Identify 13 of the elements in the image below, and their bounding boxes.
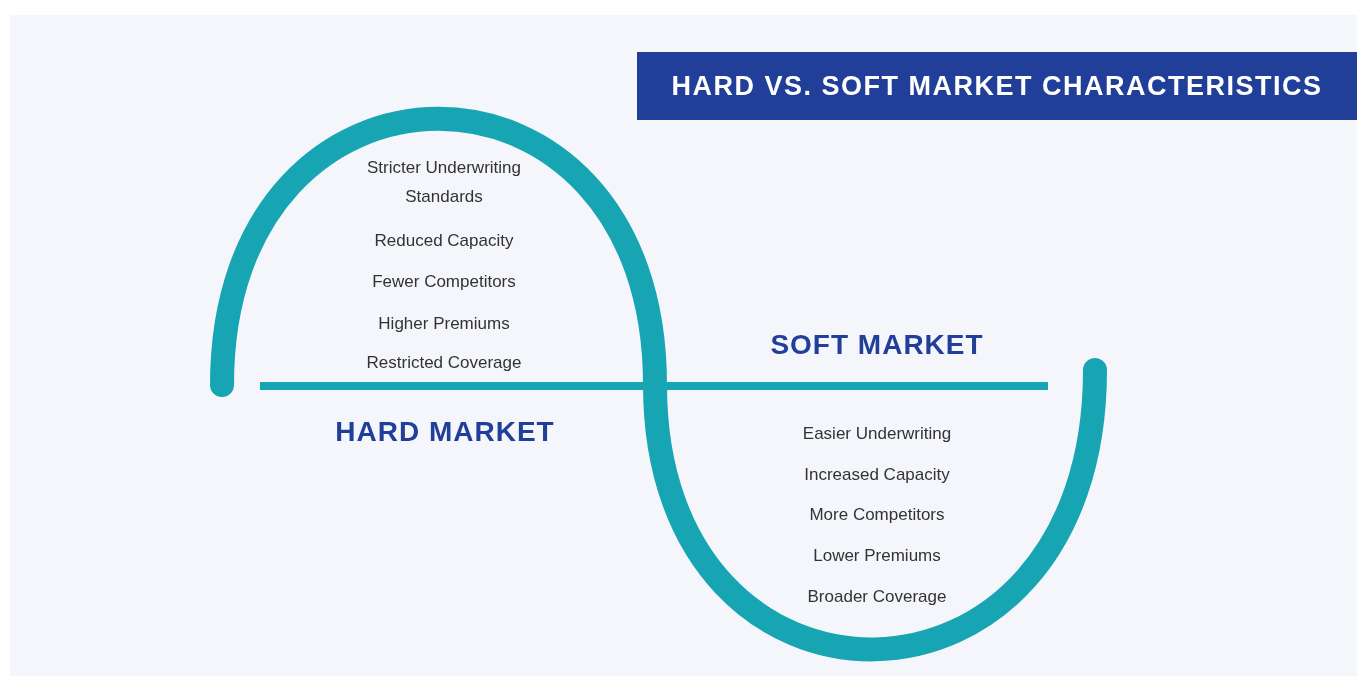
- characteristic-text: Reduced Capacity: [373, 230, 515, 252]
- market-heading: HARD MARKET: [334, 415, 556, 449]
- characteristic-text: Higher Premiums: [377, 313, 511, 335]
- characteristic-text: Easier Underwriting: [801, 423, 953, 445]
- characteristic-text: Stricter Underwriting Standards: [366, 157, 522, 208]
- characteristic-text: Lower Premiums: [812, 545, 942, 567]
- characteristic-text: Increased Capacity: [803, 464, 951, 486]
- characteristic-text: Broader Coverage: [806, 586, 948, 608]
- characteristic-text: More Competitors: [808, 504, 946, 526]
- characteristic-text: Fewer Competitors: [371, 271, 517, 293]
- characteristic-text: Restricted Coverage: [365, 352, 523, 374]
- market-heading: SOFT MARKET: [769, 328, 985, 362]
- title-banner: HARD VS. SOFT MARKET CHARACTERISTICS: [637, 52, 1357, 120]
